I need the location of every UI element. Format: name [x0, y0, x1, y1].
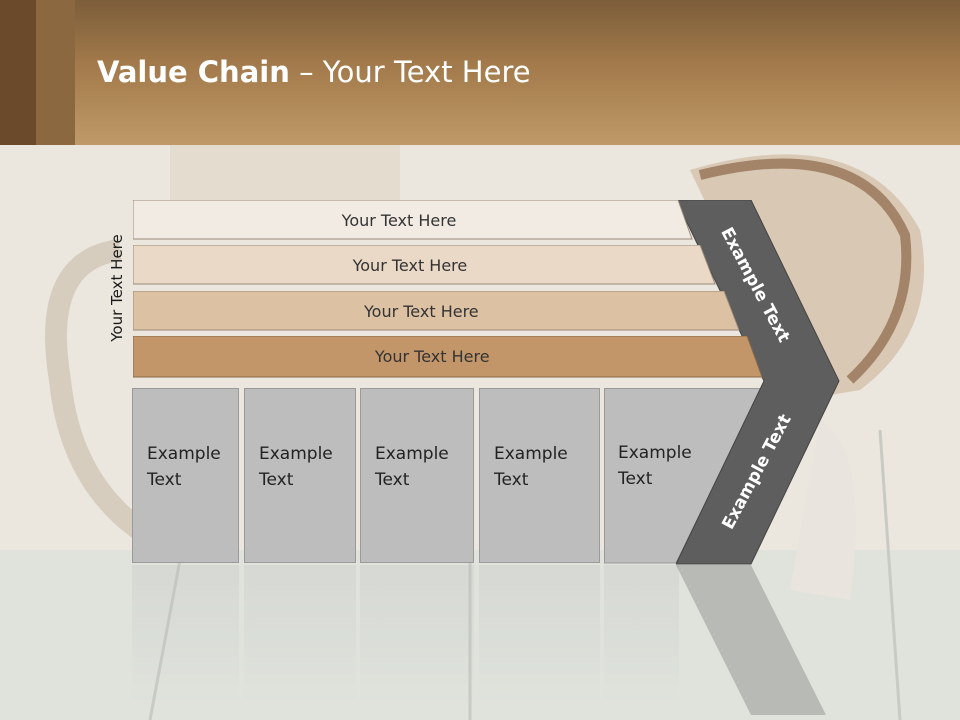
- column-3-line2: Text: [375, 470, 410, 490]
- bar-4-shape: [133, 336, 763, 378]
- column-5: Example Text: [618, 440, 692, 492]
- bar-1: Your Text Here: [133, 200, 693, 240]
- bar-2: Your Text Here: [133, 245, 716, 285]
- bar-3: Your Text Here: [133, 291, 740, 331]
- arrow-reflection: [676, 565, 826, 715]
- column-5-line1: Example: [618, 443, 692, 463]
- column-4-line1: Example: [494, 444, 568, 464]
- bar-1-label: Your Text Here: [341, 210, 457, 230]
- bar-4-label: Your Text Here: [374, 346, 490, 366]
- column-2-line2: Text: [259, 470, 294, 490]
- column-4-line2: Text: [494, 470, 529, 490]
- title-rest: – Your Text Here: [289, 55, 531, 89]
- column-2: Example Text: [244, 388, 356, 563]
- bar-2-shape: [133, 245, 716, 285]
- title-bold: Value Chain: [97, 55, 290, 89]
- column-5-reflection: [604, 565, 679, 705]
- column-1-line1: Example: [147, 444, 221, 464]
- bar-3-shape: [133, 291, 740, 331]
- bar-1-shape: [133, 200, 693, 240]
- column-3: Example Text: [360, 388, 474, 563]
- column-2-line1: Example: [259, 444, 333, 464]
- column-5-line2: Text: [618, 469, 653, 489]
- column-4: Example Text: [479, 388, 600, 563]
- header-accent-stripe: [0, 0, 75, 145]
- slide-title: Value Chain – Your Text Here: [97, 55, 531, 89]
- column-2-reflection: [244, 565, 356, 705]
- bar-4: Your Text Here: [133, 336, 763, 378]
- bar-2-label: Your Text Here: [352, 255, 468, 275]
- value-chain-arrow: [676, 200, 840, 565]
- bar-3-label: Your Text Here: [364, 301, 479, 321]
- column-4-reflection: [479, 565, 600, 705]
- slide-header: [0, 0, 960, 145]
- column-3-line1: Example: [375, 444, 449, 464]
- column-1: Example Text: [132, 388, 239, 563]
- column-1-reflection: [132, 565, 239, 705]
- side-label: Your Text Here: [108, 234, 126, 342]
- column-1-line2: Text: [147, 470, 182, 490]
- column-3-reflection: [360, 565, 474, 705]
